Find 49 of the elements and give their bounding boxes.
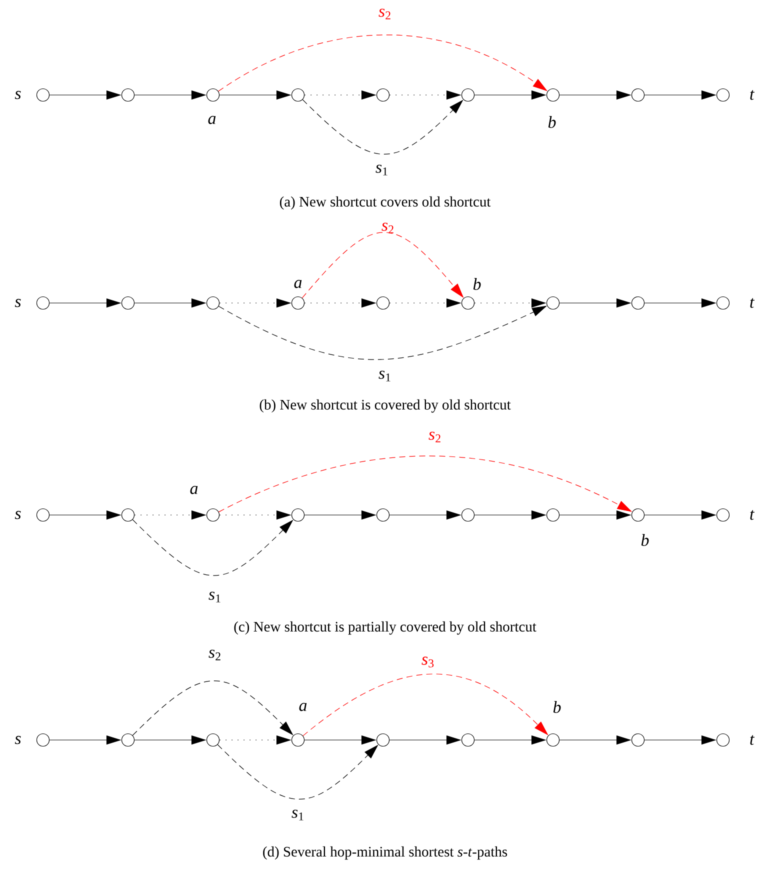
- vertex: [546, 508, 560, 522]
- vertex: [461, 88, 475, 102]
- edge-label: s$_{2}$: [378, 8, 390, 20]
- vertex-label: b: [553, 701, 561, 713]
- vertex-label: t: [750, 735, 755, 745]
- vertex-label: t: [750, 298, 755, 308]
- vertex-label: s: [14, 736, 21, 744]
- edge-label: s$_{1}$: [376, 164, 388, 176]
- vertex-label: s: [14, 510, 21, 520]
- edge-label: s$_{1}$: [292, 810, 304, 820]
- edge-label: s$_{1}$: [378, 370, 390, 382]
- vertex-label: a: [208, 116, 216, 124]
- vertex-label: a: [190, 486, 198, 494]
- caption: (b) New shortcut is covered by old shortcut: [260, 399, 511, 413]
- vertex: [461, 733, 475, 747]
- vertex: [206, 733, 220, 747]
- edge-label: s$_{2}$: [382, 222, 394, 234]
- vertex: [546, 296, 560, 310]
- caption: (d) Several hop-minimal shortest s-t-paths: [263, 846, 508, 860]
- vertex: [376, 88, 390, 102]
- vertex-label: t: [750, 90, 755, 100]
- vertex: [631, 296, 645, 310]
- vertex: [291, 88, 305, 102]
- vertex: [121, 733, 135, 747]
- vertex: [206, 296, 220, 310]
- vertex-label: b: [548, 116, 556, 128]
- vertex: [376, 733, 390, 747]
- vertex-label: b: [641, 534, 649, 546]
- vertex-label: b: [473, 278, 481, 290]
- vertex: [376, 508, 390, 522]
- vertex-label: a: [294, 280, 302, 288]
- vertex-label: a: [299, 702, 307, 712]
- caption: (a) New shortcut covers old shortcut: [280, 196, 491, 210]
- edge-label: s$_{2}$: [428, 432, 440, 442]
- caption: (c) New shortcut is partially covered by old shortcut: [234, 621, 536, 635]
- vertex-label: s: [14, 90, 21, 100]
- vertex: [121, 296, 135, 310]
- vertex: [631, 88, 645, 102]
- vertex: [121, 508, 135, 522]
- vertex: [461, 508, 475, 522]
- edge-label: s$_{3}$: [422, 656, 434, 668]
- edge-label: s$_{2}$: [208, 650, 220, 660]
- vertex-label: s: [14, 298, 21, 308]
- vertex-label: t: [750, 510, 755, 520]
- vertex: [376, 296, 390, 310]
- vertex: [291, 508, 305, 522]
- vertex: [121, 88, 135, 102]
- edge-label: s$_{1}$: [208, 592, 220, 602]
- vertex: [631, 733, 645, 747]
